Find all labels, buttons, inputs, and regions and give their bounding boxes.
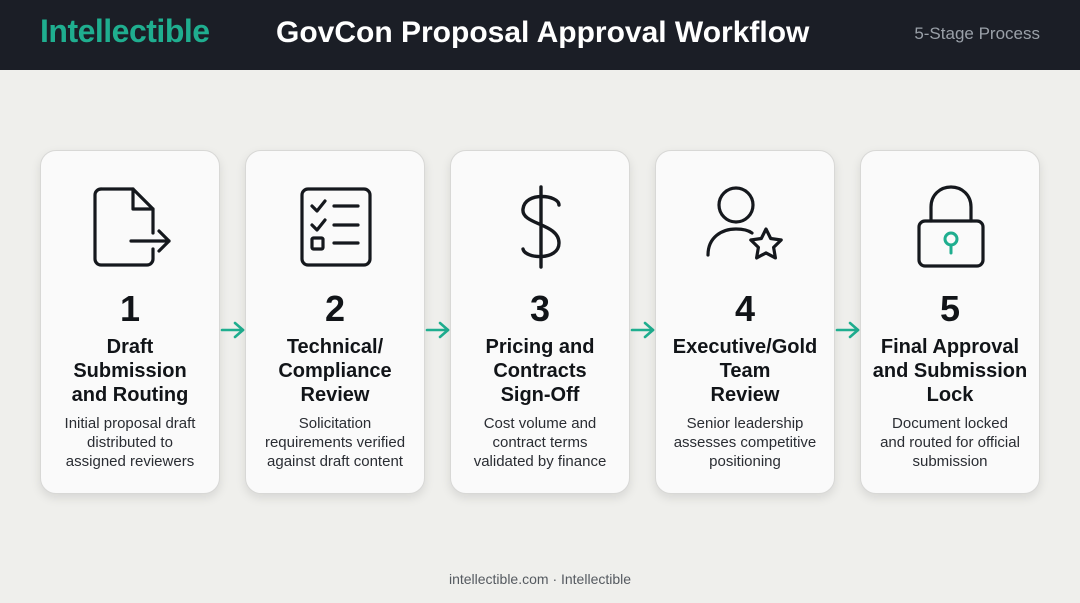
stage-number: 5: [939, 288, 961, 329]
user-star-icon: [706, 185, 786, 269]
document-arrow-icon: [91, 185, 171, 269]
stage-card-3: 3 Pricing and Contracts Sign-Off Cost vo…: [450, 150, 630, 494]
stage-description: Document locked and routed for official …: [880, 415, 1020, 470]
stage-title: Pricing and Contracts Sign-Off: [485, 336, 595, 406]
arrow-right-icon: [630, 320, 656, 340]
stage-description: Senior leadership assesses competitive p…: [673, 415, 817, 470]
stage-card-5: 5 Final Approval and Submission Lock Doc…: [860, 150, 1040, 494]
checklist-icon: [296, 185, 376, 269]
stage-title: Final Approval and Submission Lock: [872, 336, 1028, 406]
stage-card-1: 1 Draft Submission and Routing Initial p…: [40, 150, 220, 494]
stage-description: Solicitation requirements verified again…: [264, 415, 406, 470]
stage-description: Cost volume and contract terms validated…: [473, 415, 607, 470]
arrow-right-icon: [425, 320, 451, 340]
stage-description: Initial proposal draft distributed to as…: [64, 415, 196, 470]
arrow-right-icon: [835, 320, 861, 340]
stage-title: Draft Submission and Routing: [71, 336, 189, 406]
padlock-icon: [911, 185, 991, 269]
stage-title: Executive/Gold Team Review: [672, 336, 818, 406]
stage-card-2: 2 Technical/ Compliance Review Solicitat…: [245, 150, 425, 494]
stage-title: Technical/ Compliance Review: [278, 336, 392, 406]
stage-count-label: 5-Stage Process: [914, 24, 1040, 43]
stage-card-4: 4 Executive/Gold Team Review Senior lead…: [655, 150, 835, 494]
stage-number: 2: [324, 288, 346, 329]
page-title: GovCon Proposal Approval Workflow: [276, 16, 810, 49]
footer-credit: intellectible.com · Intellectible: [448, 571, 632, 587]
stage-number: 1: [119, 288, 141, 329]
header-bar: Intellectible GovCon Proposal Approval W…: [0, 0, 1080, 70]
stage-number: 3: [529, 288, 551, 329]
stage-number: 4: [734, 288, 756, 329]
brand-logo: Intellectible: [40, 13, 210, 49]
dollar-icon: [501, 185, 581, 269]
arrow-right-icon: [220, 320, 246, 340]
